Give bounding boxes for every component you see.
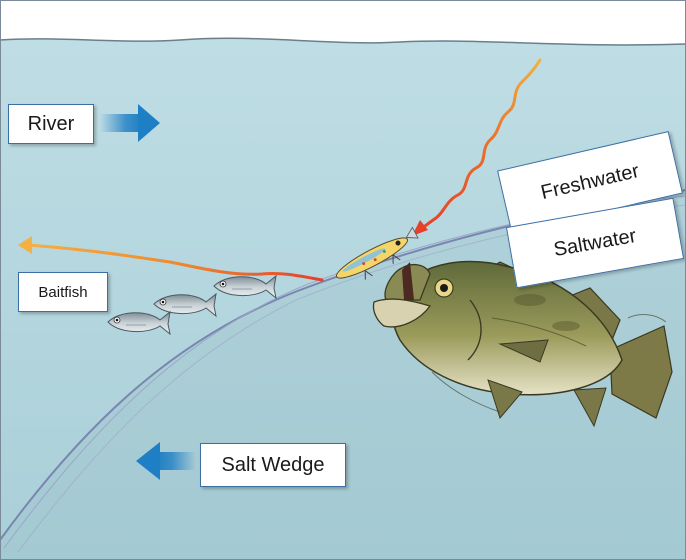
baitfish-label: Baitfish — [18, 272, 108, 312]
arrow-right-icon — [100, 104, 160, 142]
baitfish-school — [107, 274, 277, 336]
arrow-left-icon — [136, 442, 196, 480]
salt-wedge-label: Salt Wedge — [200, 443, 346, 487]
baitfish-icon — [213, 274, 277, 300]
bass-icon — [372, 260, 673, 428]
river-label: River — [8, 104, 94, 144]
baitfish-icon — [107, 310, 171, 336]
retrieve-arrowhead-down — [412, 220, 428, 236]
retrieve-path-upper — [418, 58, 542, 232]
baitfish-icon — [153, 292, 217, 318]
water-surface-line — [0, 37, 686, 46]
retrieve-arrowhead-left — [18, 236, 32, 254]
minnow-lure-icon — [335, 226, 419, 280]
retrieve-path-left — [26, 243, 324, 282]
